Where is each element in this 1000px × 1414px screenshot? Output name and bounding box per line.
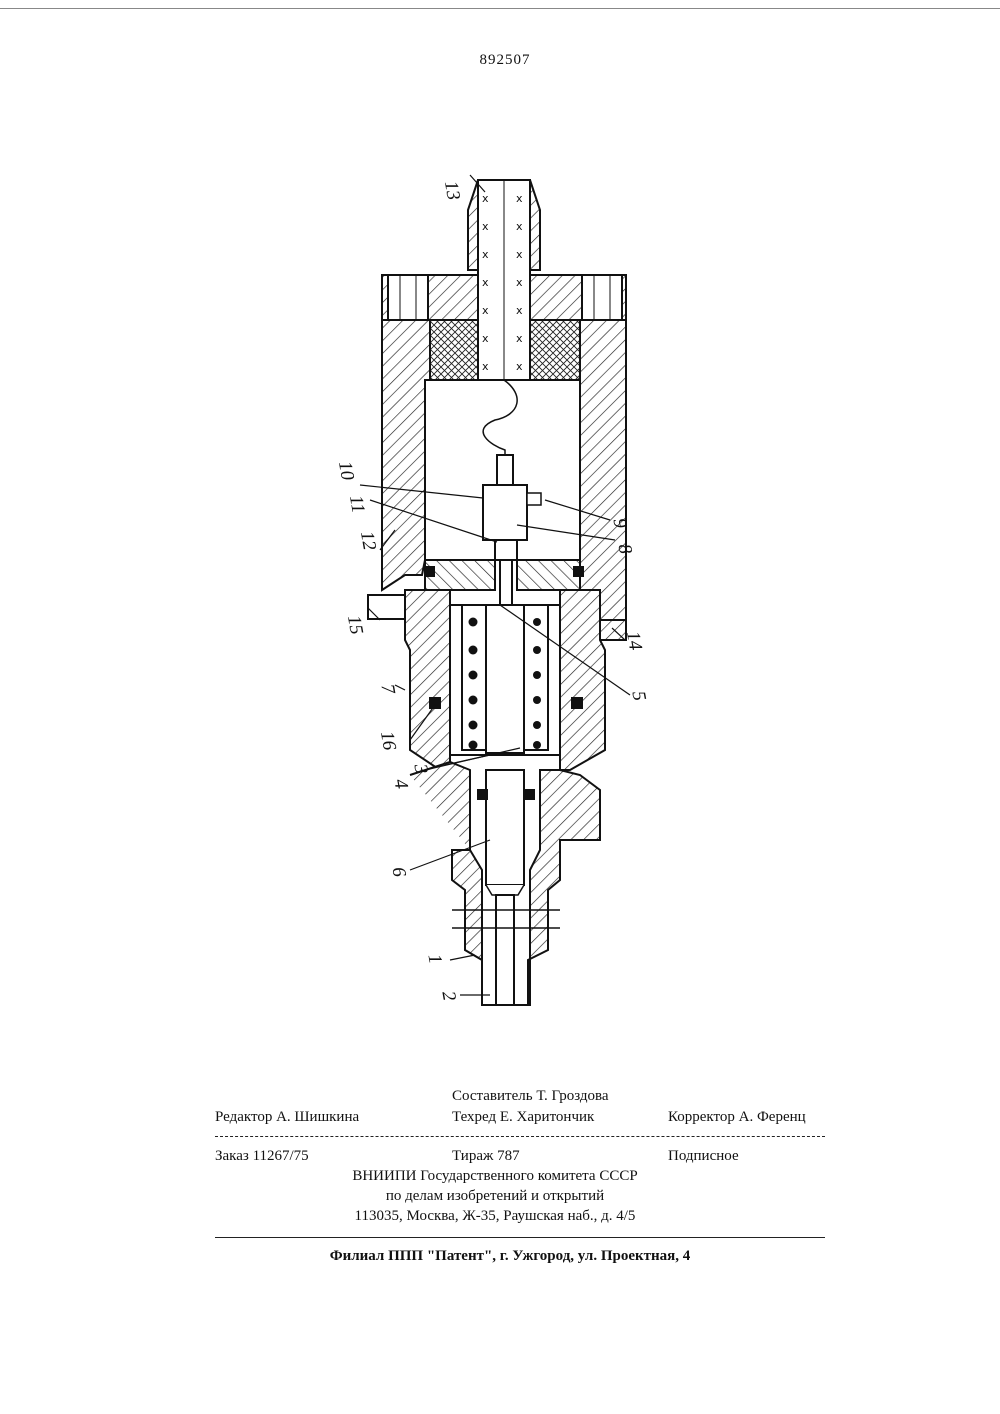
- divider-2: [215, 1237, 825, 1238]
- cable-sleeve-right: [530, 180, 540, 270]
- svg-text:x: x: [516, 276, 523, 289]
- connector-top: [497, 455, 513, 485]
- seal-left: [430, 320, 478, 380]
- technical-drawing: x x x x x x x x x x x x x x: [0, 150, 1000, 1050]
- divider-1: [215, 1136, 825, 1137]
- label-13: 13: [440, 179, 464, 201]
- label-1: 1: [423, 952, 445, 965]
- label-15: 15: [343, 614, 367, 636]
- o-ring-16-left: [430, 698, 440, 708]
- housing-left-wall: [382, 320, 430, 590]
- body-7-right: [560, 590, 605, 770]
- label-10: 10: [334, 460, 358, 483]
- o-ring-right: [574, 567, 583, 576]
- device-body: x x x x x x x x x x x x x x: [368, 180, 626, 1005]
- o-ring-16-right: [572, 698, 582, 708]
- order-number: Заказ 11267/75: [215, 1148, 309, 1165]
- svg-text:x: x: [516, 248, 523, 261]
- svg-text:x: x: [482, 304, 489, 317]
- o-ring-left: [425, 567, 434, 576]
- org-line-2: по делам изобретений и открытий: [245, 1188, 745, 1205]
- svg-text:x: x: [516, 192, 523, 205]
- set-screw: [527, 493, 541, 505]
- svg-text:x: x: [516, 220, 523, 233]
- svg-text:x: x: [482, 248, 489, 261]
- label-7: 7: [376, 682, 399, 696]
- corrector-credit: Корректор А. Ференц: [668, 1109, 806, 1126]
- label-4: 4: [389, 777, 411, 790]
- piston-rod: [500, 560, 512, 605]
- svg-text:x: x: [482, 276, 489, 289]
- top-border-line: [0, 8, 1000, 9]
- o-ring-6-right: [525, 790, 534, 799]
- partition-right: [517, 560, 580, 590]
- body-7-left: [405, 590, 450, 770]
- branch-address: Филиал ППП "Патент", г. Ужгород, ул. Про…: [260, 1248, 760, 1265]
- svg-text:x: x: [482, 192, 489, 205]
- connector-pin: [495, 540, 517, 560]
- cable-sleeve: [468, 180, 478, 270]
- label-6: 6: [387, 865, 409, 878]
- label-12: 12: [356, 530, 380, 553]
- partition-left: [425, 560, 495, 590]
- patent-number: 892507: [470, 52, 540, 69]
- org-line-1: ВНИИПИ Государственного комитета СССР: [245, 1168, 745, 1185]
- svg-text:x: x: [516, 360, 523, 373]
- label-14: 14: [622, 630, 646, 653]
- svg-text:x: x: [516, 332, 523, 345]
- subscription: Подписное: [668, 1148, 739, 1165]
- seal-right: [530, 320, 580, 380]
- o-ring-6-left: [478, 790, 487, 799]
- bore-taper: [486, 885, 524, 895]
- spring-core: [486, 605, 524, 753]
- svg-text:x: x: [482, 360, 489, 373]
- org-address: 113035, Москва, Ж-35, Раушская наб., д. …: [245, 1208, 745, 1225]
- housing-right-wall: [580, 320, 626, 635]
- circulation: Тираж 787: [452, 1148, 520, 1165]
- techred-credit: Техред Е. Харитончик: [452, 1109, 594, 1126]
- channel: [496, 895, 514, 1005]
- svg-text:x: x: [482, 220, 489, 233]
- bore: [486, 770, 524, 885]
- screw-15: [368, 595, 410, 619]
- label-16: 16: [376, 730, 400, 753]
- svg-text:x: x: [482, 332, 489, 345]
- label-5: 5: [627, 689, 649, 702]
- label-11: 11: [345, 494, 369, 515]
- label-2: 2: [437, 989, 459, 1002]
- connector-body: [483, 485, 527, 540]
- svg-text:x: x: [516, 304, 523, 317]
- composer-credit: Составитель Т. Гроздова: [452, 1088, 609, 1105]
- editor-credit: Редактор А. Шишкина: [215, 1109, 359, 1126]
